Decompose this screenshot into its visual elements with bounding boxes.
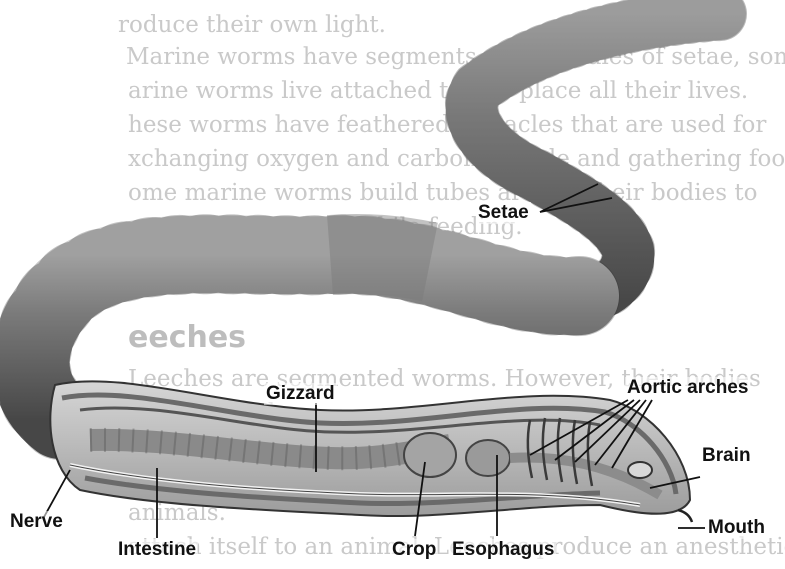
mouth-label: Mouth: [706, 517, 767, 539]
intestine-label: Intestine: [116, 539, 198, 561]
brain-label: Brain: [700, 445, 753, 467]
crop-label: Crop: [390, 539, 438, 561]
nerve-label: Nerve: [8, 511, 65, 533]
gizzard-label: Gizzard: [264, 383, 337, 405]
aortic-arches-label: Aortic arches: [625, 377, 750, 399]
esophagus-label: Esophagus: [450, 539, 556, 561]
setae-label: Setae: [476, 202, 531, 224]
